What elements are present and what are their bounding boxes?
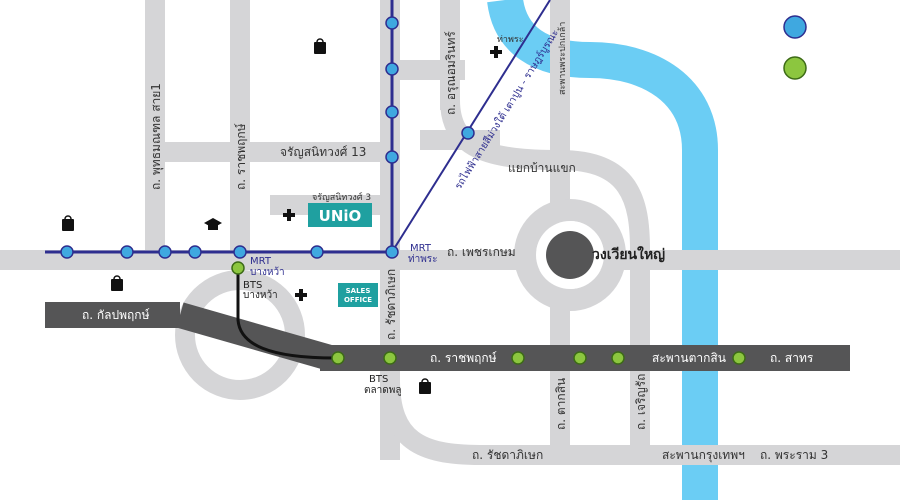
label-ratchaphruek-h: ถ. ราชพฤกษ์ [430, 351, 497, 365]
label-mrt-bang-wa-2: บางหว้า [250, 266, 285, 278]
purple-station [461, 126, 475, 140]
shopping-bag-icon [111, 275, 123, 291]
sales-office-box [338, 283, 378, 307]
bts-gold-line [236, 268, 336, 360]
label-sathorn: ถ. สาทร [770, 351, 814, 365]
label-yaek-ban-khaek: แยกบ้านแขก [508, 161, 576, 175]
label-kanlapaphruek: ถ. กัลปพฤกษ์ [82, 308, 150, 322]
unio-logo-box [308, 203, 372, 227]
mrt-station [385, 150, 399, 164]
label-taksin-bridge: สะพานตากสิน [652, 351, 726, 365]
mrt-station-bang-wa [233, 245, 247, 259]
shopping-bag-icon [62, 215, 74, 231]
mrt-stations [60, 16, 475, 259]
unio-logo-text: UNiO [319, 207, 362, 225]
bts-station [611, 351, 625, 365]
sales-office-label-2: OFFICE [344, 296, 372, 304]
label-charansanitwong13: จรัญสนิทวงศ์ 13 [280, 145, 366, 159]
label-bts-talat-phlu-2: ตลาดพลู [364, 385, 401, 396]
label-ratchadaphisek-h: ถ. รัชดาภิเษก [472, 448, 543, 462]
cross-icon [295, 289, 307, 301]
purple-line [391, 0, 551, 253]
label-mrt-tha-phra-2: ท่าพระ [408, 254, 438, 265]
bts-station [511, 351, 525, 365]
label-krungthep-bridge: สะพานกรุงเทพฯ [662, 448, 745, 463]
label-arun-amarin: ถ. อรุณอมรินทร์ [444, 31, 459, 115]
label-mrt-bang-wa-1: MRT [250, 256, 272, 267]
label-bts-bang-wa-1: BTS [243, 280, 262, 291]
sales-office-label-1: SALES [346, 287, 371, 295]
label-pinklao-bridge: สะพานพระปกเกล้า [557, 22, 568, 95]
bts-station [732, 351, 746, 365]
label-ratchadaphisek-v: ถ. รัชดาภิเษก [384, 269, 398, 340]
mrt-station [60, 245, 74, 259]
label-phutthamonthon: ถ. พุทธมณฑล สาย1 [149, 83, 164, 190]
bts-stations [231, 261, 746, 365]
bts-station-bang-wa [231, 261, 245, 275]
label-charoen-rat: ถ. เจริญรัถ [634, 374, 648, 430]
shopping-bag-icon [314, 38, 326, 54]
label-ratchaphruek-v: ถ. ราชพฤกษ์ [234, 123, 248, 190]
mrt-station [385, 16, 399, 30]
mrt-station [188, 245, 202, 259]
road-kanlapaphruek-ramp [176, 302, 334, 371]
bts-station [383, 351, 397, 365]
label-rama3: ถ. พระราม 3 [760, 448, 828, 462]
mrt-station [385, 105, 399, 119]
cross-icon [490, 46, 502, 58]
bts-station-talat-phlu [331, 351, 345, 365]
legend-mrt-dot [783, 15, 807, 39]
poi-icons [62, 38, 502, 394]
label-bts-bang-wa-2: บางหว้า [243, 289, 278, 301]
mrt-station [385, 62, 399, 76]
label-bts-talat-phlu-1: BTS [369, 374, 388, 385]
chao-phraya-river [487, 0, 718, 500]
mrt-station [158, 245, 172, 259]
bts-station [573, 351, 587, 365]
road-network [0, 0, 900, 465]
label-taksin-v: ถ. ตากสิน [554, 378, 568, 430]
mrt-station-tha-phra [385, 245, 399, 259]
label-wongwian-yai: วงเวียนใหญ่ [592, 245, 665, 263]
mrt-station [120, 245, 134, 259]
label-phetkasem: ถ. เพชรเกษม [447, 245, 516, 259]
label-mrt-tha-phra-1: MRT [410, 243, 432, 254]
label-charansanitwong3: จรัญสนิทวงศ์ 3 [312, 191, 371, 203]
road-ratchada-h [380, 379, 900, 465]
shopping-bag-icon [419, 378, 431, 394]
roundabout-ring [514, 199, 626, 311]
mrt-line [45, 0, 394, 254]
cross-icon [283, 209, 295, 221]
roundabout-center [546, 231, 594, 279]
mrt-station [310, 245, 324, 259]
legend-bts-dot [783, 56, 807, 80]
graduation-cap-icon [204, 218, 222, 230]
label-tha-phra-top: ท่าพระ [497, 35, 524, 45]
